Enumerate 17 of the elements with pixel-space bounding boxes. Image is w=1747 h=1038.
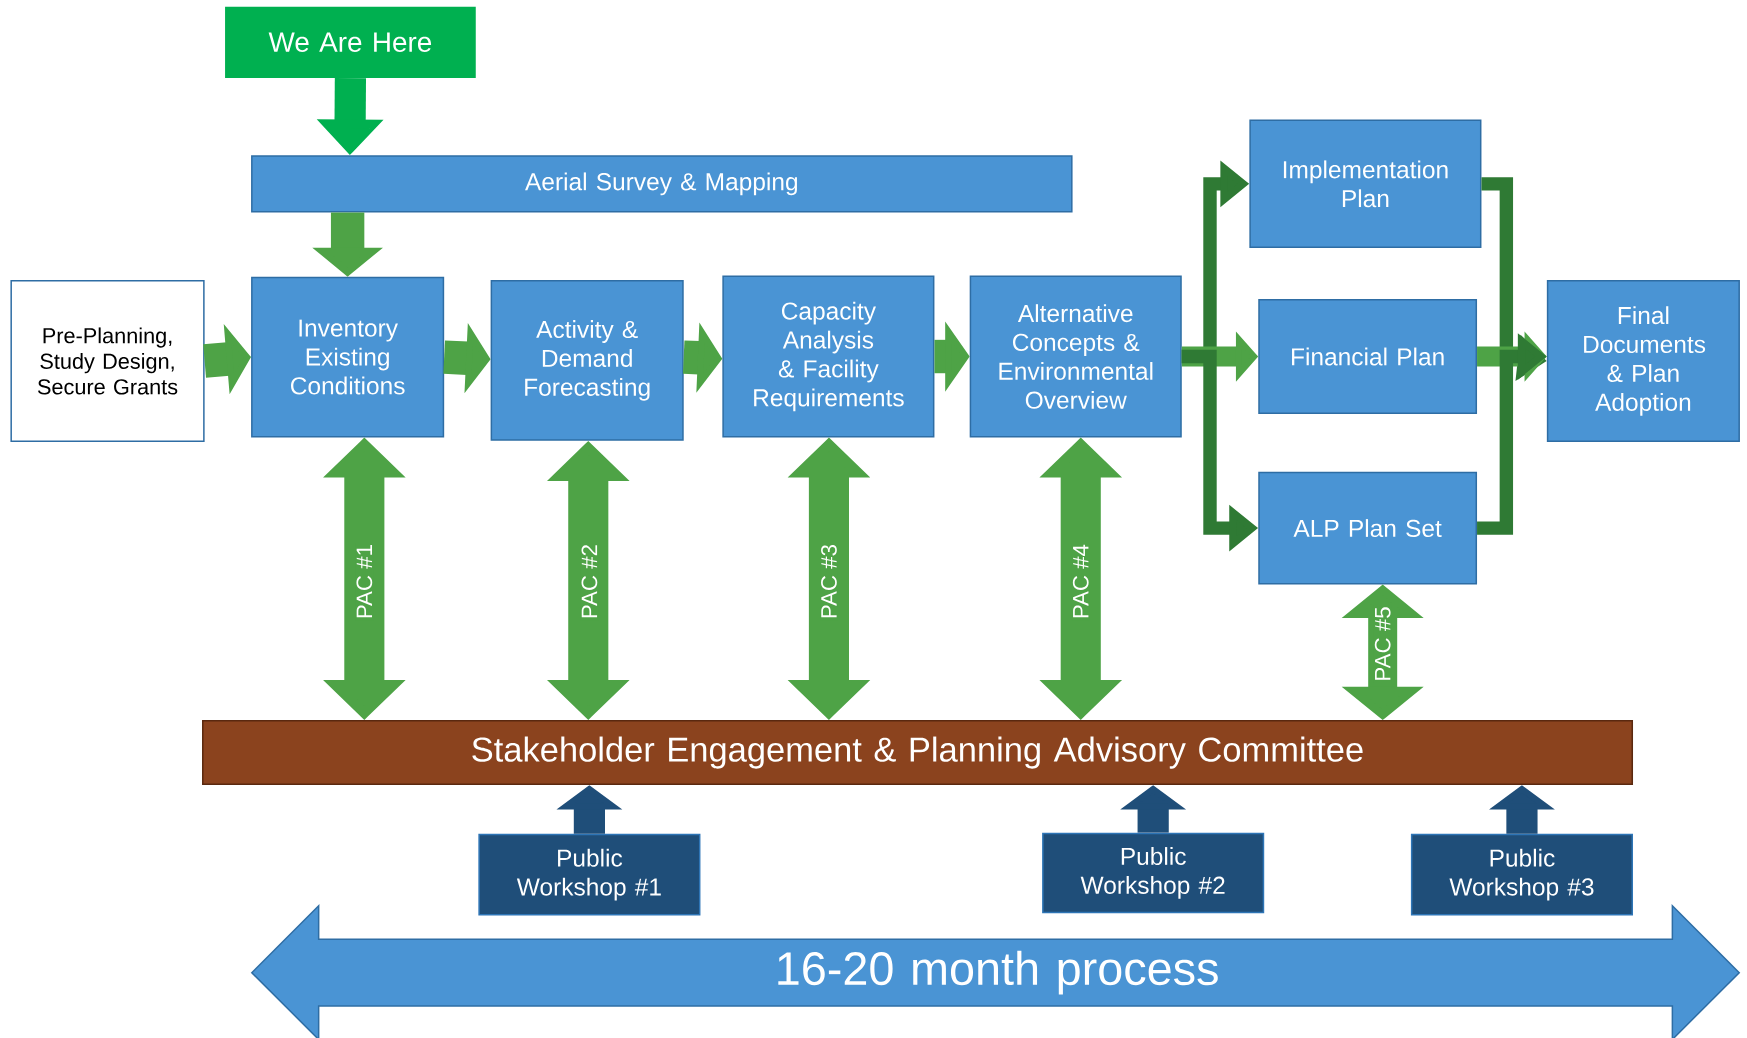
- workshop-box: Public Workshop #1: [478, 833, 701, 916]
- process-box: Financial Plan: [1258, 299, 1478, 415]
- committee-bar: Stakeholder Engagement & Planning Advisory Committee: [202, 720, 1633, 786]
- process-box: Inventory Existing Conditions: [251, 276, 445, 438]
- process-box: Activity & Demand Forecasting: [490, 280, 684, 441]
- edge-label: PAC #1: [355, 543, 374, 621]
- process-box: Capacity Analysis & Facility Requirements: [722, 275, 935, 438]
- process-box: Implementation Plan: [1249, 119, 1482, 249]
- process-box: ALP Plan Set: [1258, 471, 1478, 585]
- workshop-box: Public Workshop #3: [1410, 833, 1633, 916]
- edge-label: PAC #3: [820, 543, 838, 621]
- process-bar: Aerial Survey & Mapping: [251, 155, 1073, 213]
- label-box: We Are Here: [225, 6, 476, 78]
- process-box: Final Documents & Plan Adoption: [1546, 280, 1740, 442]
- process-box: Pre-Planning, Study Design, Secure Grants: [10, 280, 205, 442]
- workshop-box: Public Workshop #2: [1042, 832, 1265, 914]
- process-box: Alternative Concepts & Environmental Overview: [969, 275, 1182, 438]
